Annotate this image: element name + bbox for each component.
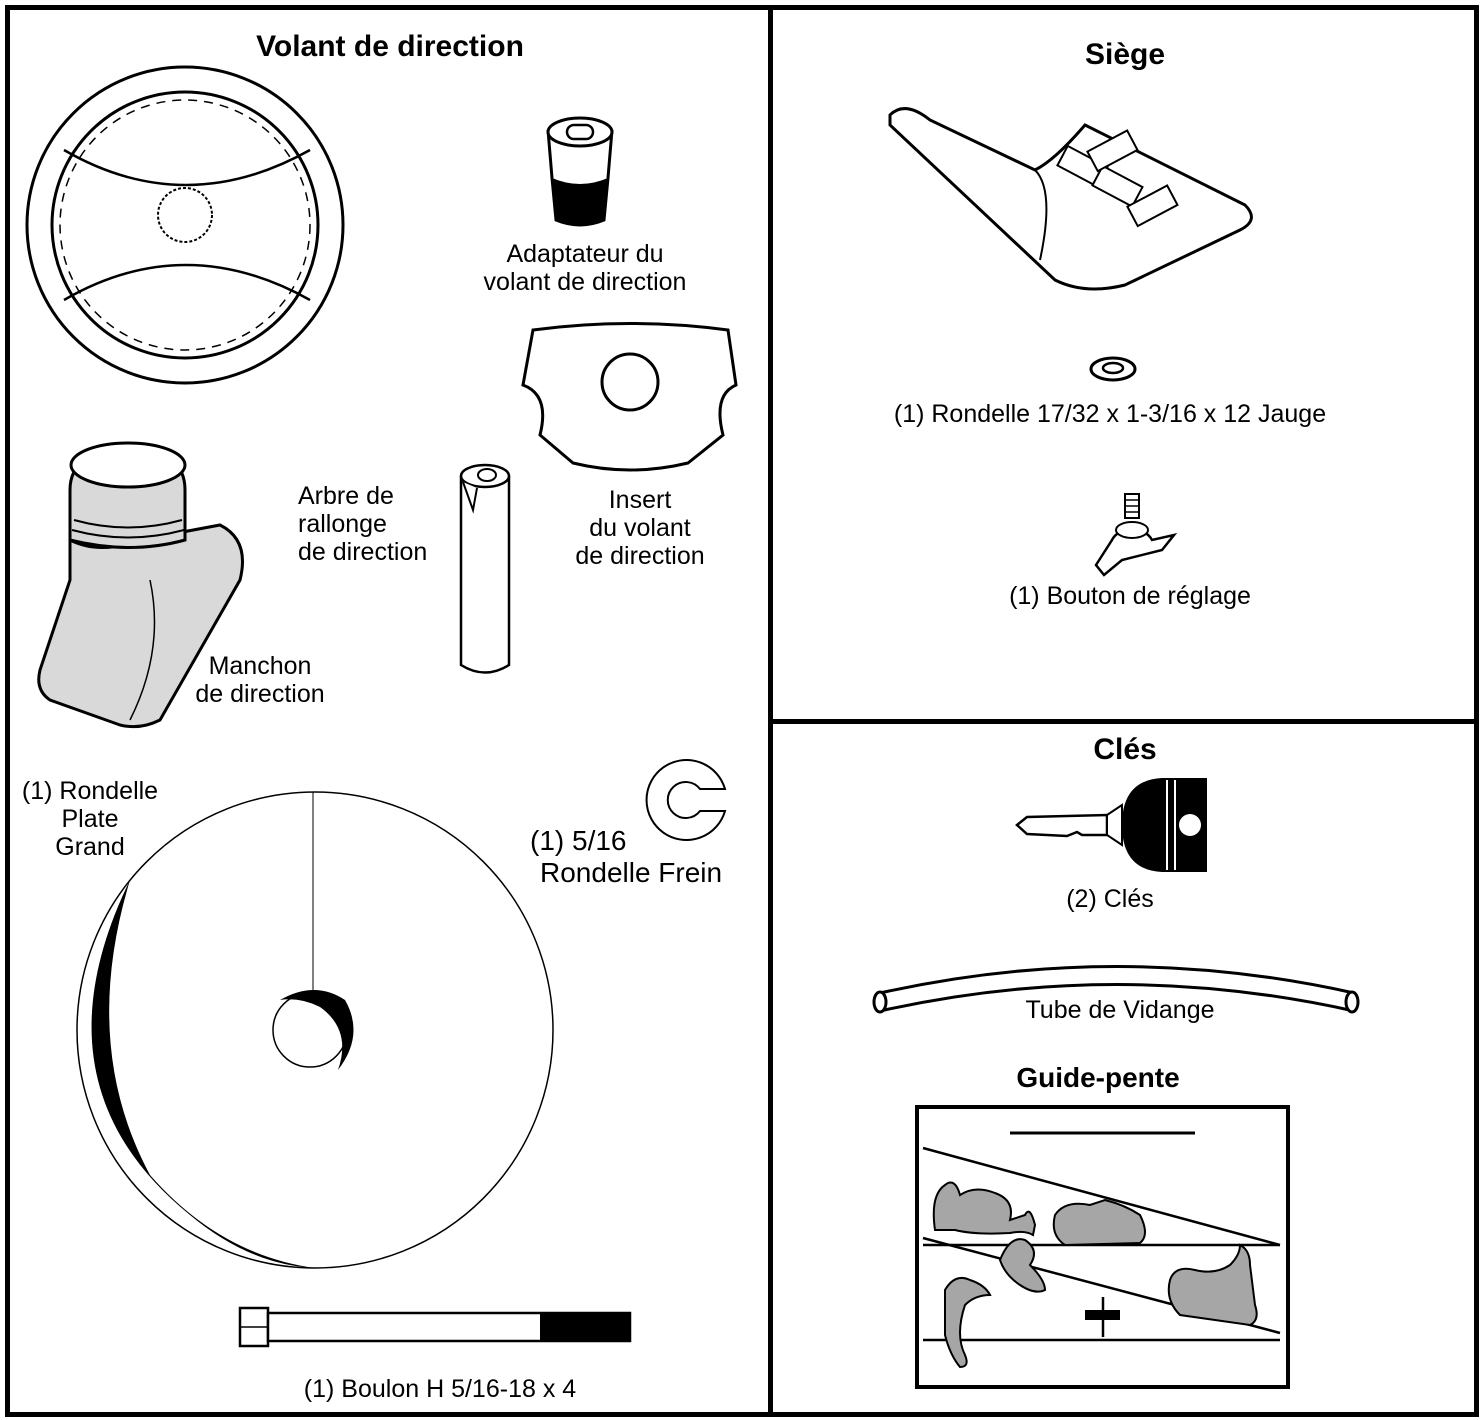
steering-sleeve-illustration [37, 441, 244, 729]
steering-wheel-illustration [25, 65, 345, 385]
seat-washer-illustration [1089, 356, 1137, 382]
slope-guide-title: Guide-pente [1016, 1062, 1180, 1093]
keys-panel-title: Clés [1093, 733, 1157, 766]
lock-washer-illustration [645, 759, 727, 841]
adjustment-knob-illustration [1094, 493, 1178, 577]
hex-bolt-illustration [238, 1306, 632, 1348]
drain-tube-illustration [872, 965, 1360, 1014]
steering-panel-title: Volant de direction [256, 30, 524, 63]
seat-illustration [888, 107, 1253, 291]
drain-tube-label: Tube de Vidange [1025, 996, 1215, 1024]
slope-guide-illustration [915, 1105, 1290, 1389]
seat-washer-label: (1) Rondelle 17/32 x 1-3/16 x 12 Jauge [893, 400, 1327, 428]
bolt-label: (1) Boulon H 5/16-18 x 4 [303, 1375, 577, 1403]
keys-panel-frame [768, 719, 1479, 1417]
steering-wheel-insert-illustration [521, 322, 738, 472]
seat-panel-title: Siège [1084, 38, 1166, 71]
large-flat-washer-illustration [76, 791, 554, 1269]
keys-label: (2) Clés [1066, 885, 1154, 913]
key-illustration [1015, 778, 1207, 872]
steering-wheel-adapter-illustration [546, 116, 614, 227]
extension-shaft-illustration [459, 463, 511, 674]
adjustment-knob-label: (1) Bouton de réglage [1009, 582, 1251, 610]
